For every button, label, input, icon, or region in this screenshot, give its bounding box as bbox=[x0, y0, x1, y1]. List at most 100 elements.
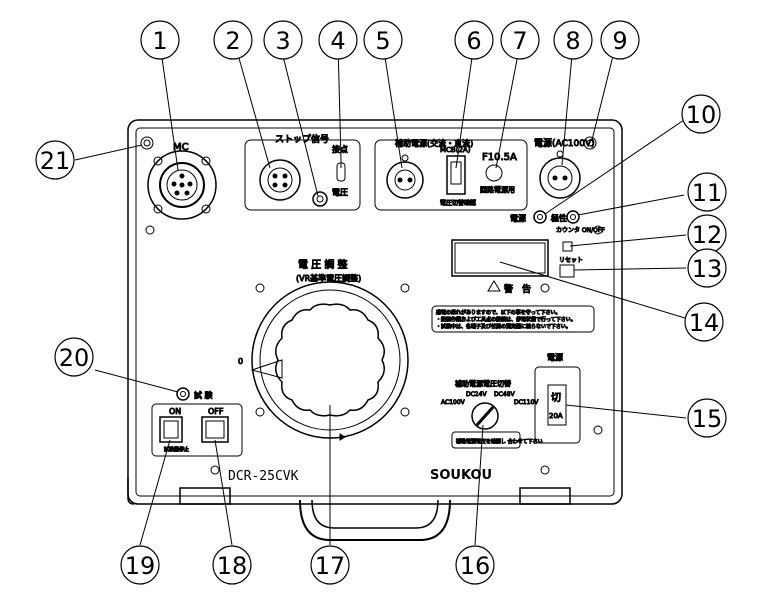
callout-13 bbox=[687, 248, 727, 288]
callout-3 bbox=[263, 20, 303, 60]
case bbox=[127, 119, 623, 541]
screw bbox=[400, 407, 410, 417]
mcb-lever bbox=[450, 161, 462, 185]
voltage-adjust-sub: (VR基準電圧調整) bbox=[296, 273, 361, 283]
indicator-lamps: 電源 極性 bbox=[510, 210, 580, 224]
model-label: DCR-25CVK bbox=[228, 469, 299, 484]
callout-18 bbox=[212, 545, 252, 585]
warning-frame bbox=[431, 305, 595, 333]
test-label: 試 験 bbox=[194, 390, 213, 400]
callout-1 bbox=[140, 20, 180, 60]
callout-8 bbox=[553, 20, 593, 60]
mc-pin bbox=[187, 181, 193, 187]
callout-number-2: 2 bbox=[225, 27, 240, 55]
case-outer bbox=[127, 119, 623, 505]
test-lamp bbox=[176, 387, 190, 401]
test-switches: 試 験 ON OFF 試験器停止 bbox=[151, 387, 243, 457]
screw-9 bbox=[583, 136, 597, 150]
on-button-inner bbox=[163, 420, 179, 439]
leader-13 bbox=[573, 267, 687, 271]
callout-number-12: 12 bbox=[692, 221, 723, 249]
selector-dc48: DC48V bbox=[494, 391, 515, 398]
stop-terminal bbox=[312, 191, 328, 207]
callout-10 bbox=[681, 94, 721, 134]
warning-triangle bbox=[487, 280, 501, 292]
callout-number-13: 13 bbox=[692, 255, 723, 283]
callout-4 bbox=[318, 20, 358, 60]
callout-9 bbox=[600, 20, 640, 60]
mc-pin bbox=[174, 190, 180, 196]
case-corner bbox=[127, 478, 135, 505]
callout-number-7: 7 bbox=[512, 27, 527, 55]
polarity-lamp bbox=[566, 210, 580, 224]
dial-knob bbox=[275, 303, 385, 417]
leader-2 bbox=[234, 43, 271, 169]
leader-lines bbox=[74, 43, 687, 546]
brand-label: SOUKOU bbox=[430, 468, 492, 483]
power-lamp-label: 電源 bbox=[510, 214, 526, 223]
power-lamp-center bbox=[537, 214, 543, 220]
handle-inner bbox=[311, 499, 439, 529]
mains-inlet: 電源(AC100V) bbox=[534, 138, 595, 199]
voltage-dial: 電 圧 調 整 (VR基準電圧調整) 0 bbox=[238, 258, 409, 441]
reset-label: リセット bbox=[559, 257, 583, 264]
leader-7 bbox=[495, 43, 521, 169]
stop-pin bbox=[272, 173, 278, 179]
callouts bbox=[35, 20, 727, 585]
aux-connector-inner bbox=[394, 169, 416, 191]
callout-number-21: 21 bbox=[40, 147, 71, 175]
callout-number-1: 1 bbox=[152, 27, 167, 55]
mains-connector-inner bbox=[547, 165, 573, 191]
screws bbox=[140, 136, 603, 475]
leader-5 bbox=[382, 43, 403, 169]
mc-pin bbox=[179, 182, 185, 188]
aux-selector-title: 補助電源電圧切替 bbox=[455, 379, 511, 388]
leader-1 bbox=[159, 43, 179, 171]
leader-10 bbox=[544, 119, 685, 215]
test-lamp-center bbox=[180, 391, 186, 397]
leader-21 bbox=[74, 144, 143, 161]
aux-connector bbox=[386, 161, 424, 199]
reset-button bbox=[559, 264, 575, 278]
stop-signal-label: ストップ信号 bbox=[275, 133, 329, 145]
breaker-frame bbox=[534, 366, 581, 444]
on-label: ON bbox=[169, 407, 181, 416]
fuse-holder bbox=[485, 164, 503, 182]
callout-number-11: 11 bbox=[692, 179, 723, 207]
callout-number-9: 9 bbox=[612, 27, 627, 55]
mc-connector: MC bbox=[147, 142, 217, 220]
callout-number-17: 17 bbox=[315, 552, 346, 580]
leader-9 bbox=[591, 43, 617, 141]
leader-14 bbox=[499, 261, 686, 319]
leader-18 bbox=[214, 439, 233, 546]
mc-screw bbox=[153, 156, 163, 166]
callout-17 bbox=[310, 545, 350, 585]
callout-2 bbox=[213, 20, 253, 60]
selector-dc110: DC110V bbox=[514, 399, 539, 406]
mc-pin bbox=[179, 173, 185, 179]
aux-pin bbox=[397, 177, 403, 183]
counter: カウンタ ON/OFF リセット bbox=[451, 226, 606, 278]
mains-pin bbox=[562, 175, 568, 181]
polarity-lamp-label: 極性 bbox=[551, 213, 567, 223]
warning-box: 警 告 感電の恐れがありますので、以下の事を守って下さい。 ・接続作業および工具… bbox=[431, 280, 595, 333]
leader-6 bbox=[455, 43, 475, 169]
stop-pin bbox=[282, 182, 288, 188]
aux-pin bbox=[407, 177, 413, 183]
aux-fuse-label: MCB(2A) bbox=[440, 146, 471, 154]
callout-number-14: 14 bbox=[689, 309, 720, 337]
dial-pointer bbox=[250, 359, 283, 379]
screw bbox=[210, 465, 220, 475]
selector-note-frame bbox=[451, 431, 521, 449]
test-frame bbox=[151, 403, 243, 457]
callout-6 bbox=[454, 20, 494, 60]
handle bbox=[299, 499, 451, 541]
callout-number-18: 18 bbox=[217, 552, 248, 580]
selector-note: 補助電源電圧を確認し 合わせて下さい bbox=[456, 438, 543, 445]
screw bbox=[540, 283, 550, 293]
leader-3 bbox=[279, 43, 319, 197]
mains-pin bbox=[552, 175, 558, 181]
warning-line-3: ・試験中は、各端子及び付属の測定器に触らないで下さい。 bbox=[436, 323, 571, 330]
screw-21-center bbox=[143, 139, 151, 147]
mains-screw bbox=[556, 150, 564, 158]
